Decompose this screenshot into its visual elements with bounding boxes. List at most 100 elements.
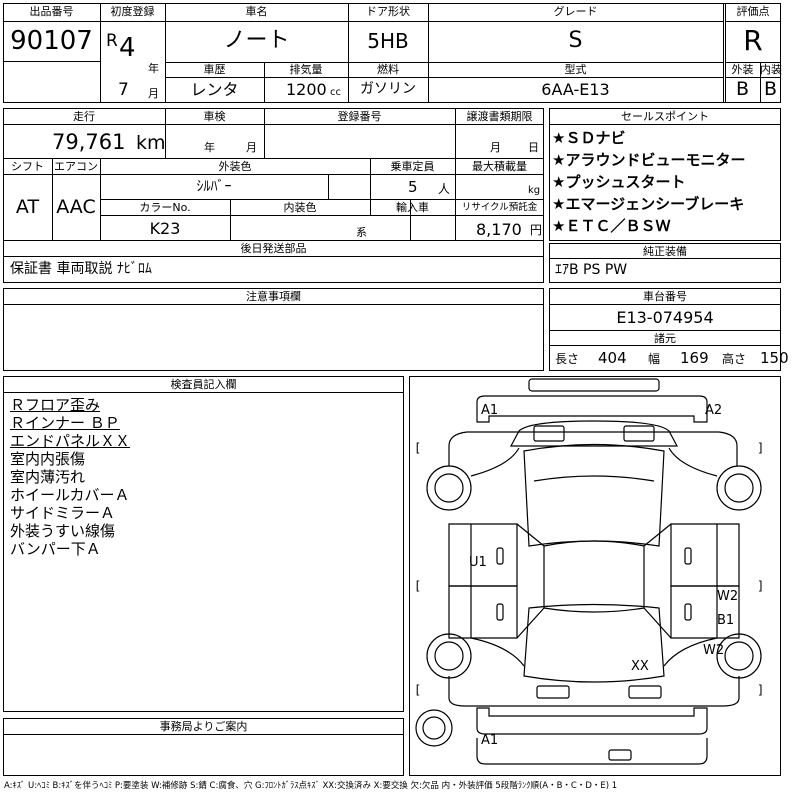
equipment-label: 純正装備	[643, 245, 687, 258]
damage-mark-a1-front: A1	[481, 403, 498, 418]
mileage: 79,761	[52, 130, 126, 154]
year-unit: 年	[148, 62, 159, 75]
damage-mark-a2-front: A2	[705, 403, 722, 418]
chassis-section	[549, 288, 781, 371]
svg-text:[: [	[414, 683, 421, 697]
inspection-month-unit: 月	[246, 141, 257, 154]
score: R	[743, 24, 763, 57]
sales-point: ★アラウンドビューモニター	[552, 151, 746, 169]
damage-mark-a1-rear: A1	[481, 733, 498, 748]
displacement-label: 排気量	[289, 63, 323, 76]
sales-points-section	[549, 108, 781, 241]
mileage-unit: km	[136, 132, 166, 154]
ac-label: エアコン	[54, 160, 98, 173]
inspector-note: Ｒフロア歪み	[10, 396, 101, 414]
damage-mark-xx: XX	[631, 659, 649, 674]
lot-no: 90107	[10, 26, 93, 56]
damage-mark-w2-upper: W2	[717, 589, 738, 604]
load-unit: kg	[528, 185, 541, 196]
length: 404	[598, 349, 627, 367]
damage-mark-b1: B1	[717, 613, 734, 628]
damage-mark-w2-lower: W2	[703, 643, 724, 658]
ac: AAC	[56, 196, 96, 218]
damage-legend: A:ｷｽﾞ U:ﾍｺﾐ B:ｷｽﾞを伴うﾍｺﾐ P:要塗装 W:補修跡 S:錆 …	[4, 781, 618, 791]
inspector-note: サイドミラーＡ	[10, 504, 116, 522]
later-parts-label: 後日発送部品	[240, 242, 307, 255]
body-color: ｼﾙﾊﾞｰ	[196, 179, 232, 195]
fuel: ガソリン	[360, 81, 416, 97]
capacity-label: 乗車定員	[390, 160, 435, 173]
history-label: 車歴	[203, 63, 226, 76]
inspector-notes: Ｒフロア歪み Ｒインナー ＢＰ エンドパネルＸＸ 室内内張傷 室内薄汚れ ホイー…	[10, 396, 130, 558]
model-label: 型式	[564, 63, 587, 76]
displacement-unit: cc	[330, 87, 341, 98]
door-type: 5HB	[367, 29, 409, 53]
transfer-month-unit: 月	[490, 141, 501, 154]
int-color-unit: 系	[356, 226, 367, 239]
inspector-label: 検査員記入欄	[170, 378, 237, 391]
inspector-section	[3, 376, 404, 712]
model: 6AA-E13	[541, 80, 610, 99]
office-section	[3, 718, 404, 776]
dims-label: 諸元	[654, 332, 676, 345]
recycle-label: リサイクル預託金	[461, 202, 538, 213]
inspector-note: 室内内張傷	[10, 450, 86, 468]
sales-point: ★エマージェンシーブレーキ	[552, 195, 745, 213]
inspector-note: Ｒインナー ＢＰ	[10, 414, 120, 432]
history: レンタ	[190, 80, 239, 99]
grade-label: グレード	[553, 5, 598, 18]
vehicle-info-section	[3, 108, 544, 283]
sales-points-label: セールスポイント	[621, 110, 709, 123]
sales-point: ★ＳＤナビ	[552, 129, 626, 147]
width-label: 幅	[648, 352, 661, 366]
load-label: 最大積載量	[472, 160, 527, 173]
svg-text:]: ]	[757, 441, 764, 455]
reg-year: 4	[119, 33, 136, 63]
inspection-year-unit: 年	[204, 141, 215, 154]
svg-text:]: ]	[757, 579, 764, 593]
transfer-label: 譲渡書類期限	[466, 110, 533, 123]
svg-text:]: ]	[757, 683, 764, 697]
inspector-note: バンパー下Ａ	[10, 540, 101, 558]
car-diagram-panel	[409, 376, 781, 776]
capacity: 5	[408, 178, 418, 196]
inspector-note: エンドパネルＸＸ	[10, 432, 131, 450]
interior-score: B	[763, 78, 778, 100]
later-parts: 保証書 車両取説 ﾅﾋﾞﾛﾑ	[10, 261, 152, 277]
svg-text:[: [	[414, 579, 421, 593]
reg-no-label: 登録番号	[337, 110, 382, 123]
exterior-score: B	[735, 78, 750, 100]
recycle-unit: 円	[530, 223, 543, 237]
color-no-label: カラーNo.	[139, 201, 191, 214]
length-label: 長さ	[555, 352, 580, 366]
damage-mark-u1: U1	[469, 555, 487, 570]
svg-text:[: [	[414, 441, 421, 455]
equipment: ｴｱB PS PW	[555, 262, 628, 278]
inspector-note: ホイールカバーＡ	[10, 486, 130, 504]
chassis-no: E13-074954	[616, 308, 714, 327]
capacity-unit: 人	[438, 182, 451, 196]
caution-label: 注意事項欄	[246, 290, 301, 303]
first-reg-label: 初度登録	[110, 5, 155, 18]
color-no: K23	[149, 219, 181, 238]
sales-point: ★プッシュスタート	[552, 173, 686, 191]
interior-label: 内装	[760, 63, 782, 76]
car-name: ノート	[223, 28, 290, 53]
door-label: ドア形状	[366, 5, 410, 18]
import-label: 輸入車	[396, 201, 429, 214]
reg-month: 7	[118, 80, 129, 100]
displacement: 1200	[286, 80, 327, 99]
recycle-fee: 8,170	[476, 220, 522, 239]
car-diagram: [ ] [ ] [ ]	[414, 378, 764, 765]
fuel-label: 燃料	[377, 63, 399, 76]
exterior-label: 外装	[731, 63, 754, 76]
grade: S	[568, 28, 583, 53]
equipment-section	[549, 243, 781, 283]
transfer-day-unit: 日	[528, 141, 539, 154]
office-label: 事務局よりご案内	[159, 720, 248, 733]
car-name-label: 車名	[245, 5, 268, 18]
inspector-note: 室内薄汚れ	[10, 468, 86, 486]
lot-no-label: 出品番号	[29, 5, 74, 18]
month-unit: 月	[148, 87, 159, 100]
era: R	[106, 31, 118, 51]
